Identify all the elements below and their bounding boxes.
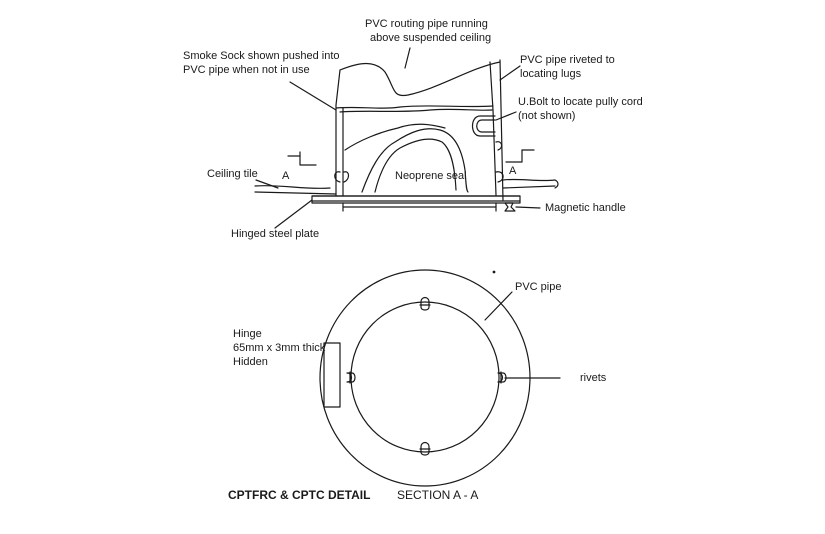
label-ubolt-line2: (not shown) (518, 110, 576, 122)
stray-dot (492, 270, 496, 274)
section-marker-right (505, 149, 523, 163)
rivet-top (420, 296, 430, 311)
label-pvc-pipe: PVC pipe (515, 281, 562, 293)
inner-pvc-pipe (350, 301, 500, 453)
leader-hinged-steel-plate (274, 199, 313, 229)
label-ubolt-line1: U.Bolt to locate pully cord (518, 96, 643, 108)
label-neoprene-seal: Neoprene seal (395, 170, 467, 182)
right-lug-bottom (495, 171, 504, 183)
left-lug-top-2 (343, 171, 350, 183)
smoke-sock-top-2 (339, 108, 493, 113)
label-pvc-routing-line2: above suspended ceiling (370, 32, 492, 44)
leader-pvc-riveted (499, 65, 521, 81)
pvc-routing-pipe-outline (339, 61, 501, 97)
label-hinge-line1: Hinge (233, 328, 262, 340)
leader-pvc-routing (404, 47, 411, 69)
magnetic-handle (504, 202, 516, 212)
neoprene-seal-arch (361, 128, 469, 193)
ceiling-tile-right-end (554, 179, 559, 189)
u-bolt (471, 115, 496, 137)
label-hinge-line3: Hidden (233, 356, 268, 368)
pvc-pipe-right-wall-inner (499, 59, 504, 201)
ceiling-tile-left-bottom (254, 191, 337, 195)
ceiling-tile-left (254, 185, 331, 189)
label-hinged-steel-plate: Hinged steel plate (231, 228, 320, 240)
section-a-a-view (319, 269, 561, 487)
smoke-sock-top (335, 105, 494, 109)
rivet-bottom (420, 441, 430, 456)
hinge-rect (323, 342, 341, 408)
right-lug-top (495, 141, 503, 151)
leader-ceiling-tile (255, 179, 279, 189)
label-smoke-sock-line1: Smoke Sock shown pushed into (183, 50, 340, 62)
label-ceiling-tile: Ceiling tile (207, 168, 258, 180)
pvc-pipe-right-wall-a (492, 109, 497, 196)
routing-pipe-left-wall (335, 69, 341, 106)
label-rivets: rivets (580, 372, 607, 384)
pvc-pipe-right-wall-outer (489, 61, 494, 111)
ceiling-tile-right (502, 178, 556, 182)
label-hinge-line2: 65mm x 3mm thick (233, 342, 326, 354)
label-section-marker-right: A (509, 165, 517, 177)
section-marker-left (299, 151, 317, 166)
u-bolt-inner (476, 119, 496, 133)
hinged-steel-plate (311, 195, 521, 204)
leader-ubolt (495, 111, 517, 121)
rivet-right (497, 372, 507, 383)
left-lug-top (334, 171, 341, 183)
rivet-left (346, 372, 356, 383)
label-magnetic-handle: Magnetic handle (545, 202, 626, 214)
leader-magnetic-handle (515, 206, 541, 209)
section-title: SECTION A - A (397, 488, 479, 502)
neoprene-seal-arch-inner (374, 138, 457, 193)
smoke-sock-fold (344, 123, 446, 151)
label-section-marker-left: A (282, 170, 290, 182)
label-pvc-riveted-line1: PVC pipe riveted to (520, 54, 615, 66)
label-smoke-sock-line2: PVC pipe when not in use (183, 64, 310, 76)
label-pvc-riveted-line2: locating lugs (520, 68, 582, 80)
leader-pvc-pipe (484, 291, 513, 321)
detail-title: CPTFRC & CPTC DETAIL (228, 488, 371, 502)
elevation-view (254, 47, 559, 229)
leader-smoke-sock (289, 81, 337, 111)
label-pvc-routing-line1: PVC routing pipe running (365, 18, 488, 30)
ceiling-tile-right-bottom (502, 185, 556, 189)
